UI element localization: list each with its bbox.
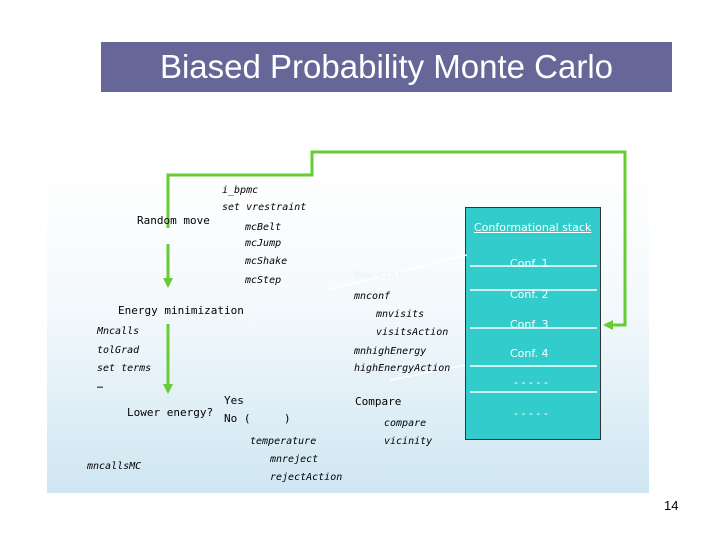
move-item-mcjump: mcJump xyxy=(245,238,282,249)
param-set-terms: set terms xyxy=(97,363,152,374)
new-conf-label: New conf xyxy=(354,270,403,281)
conf-4: Conf. 4 xyxy=(510,347,549,360)
yes-label: Yes xyxy=(224,394,244,407)
no-close-paren: ) xyxy=(284,412,291,425)
stack-header: Conformational stack xyxy=(474,221,592,234)
outer-loop-arrow xyxy=(166,150,627,330)
param-mnhighenergy: mnhighEnergy xyxy=(354,346,427,357)
slide-title: Biased Probability Monte Carlo xyxy=(159,48,614,85)
vicinity-label: vicinity xyxy=(384,436,433,447)
energy-minimization-label: Energy minimization xyxy=(118,304,244,317)
param-tolgrad: tolGrad xyxy=(97,345,140,356)
conf-2: Conf. 2 xyxy=(510,288,549,301)
move-item-set-vrestraint: set vrestraint xyxy=(222,202,307,213)
param-ellipsis: … xyxy=(97,380,104,391)
move-item-mcbelt: mcBelt xyxy=(245,222,282,233)
param-visitsaction: visitsAction xyxy=(376,327,449,338)
no-label: No ( xyxy=(224,412,251,425)
param-mnreject: mnreject xyxy=(270,454,319,465)
param-mncalls: Mncalls xyxy=(97,326,140,337)
slide-number: 14 xyxy=(664,498,679,513)
param-mnvisits: mnvisits xyxy=(376,309,425,320)
param-mncallsmc: mncallsMC xyxy=(87,461,142,472)
new-conf-line xyxy=(326,254,468,291)
temperature-label: temperature xyxy=(250,436,317,447)
compare-arrow xyxy=(389,364,466,381)
move-item-mcshake: mcShake xyxy=(245,256,288,267)
conf-3: Conf. 3 xyxy=(510,318,549,331)
param-rejectaction: rejectAction xyxy=(270,472,343,483)
conformational-stack xyxy=(465,207,601,440)
move-item-mcstep: mcStep xyxy=(245,275,282,286)
lower-energy-question: Lower energy? xyxy=(127,406,214,419)
random-move-label: Random move xyxy=(137,214,210,227)
i-bpmc-label: i_bpmc xyxy=(222,185,259,196)
conf-ellipsis-2: - - - - - xyxy=(514,407,548,420)
title-bar: Biased Probability Monte Carlo xyxy=(101,42,672,92)
compare-label: Compare xyxy=(355,395,402,408)
param-mnconf: mnconf xyxy=(354,291,391,302)
compare-sub-label: compare xyxy=(384,418,427,429)
param-highenergyaction: highEnergyAction xyxy=(354,363,451,374)
conf-ellipsis-1: - - - - - xyxy=(514,376,548,389)
conf-1: Conf. 1 xyxy=(510,257,549,270)
